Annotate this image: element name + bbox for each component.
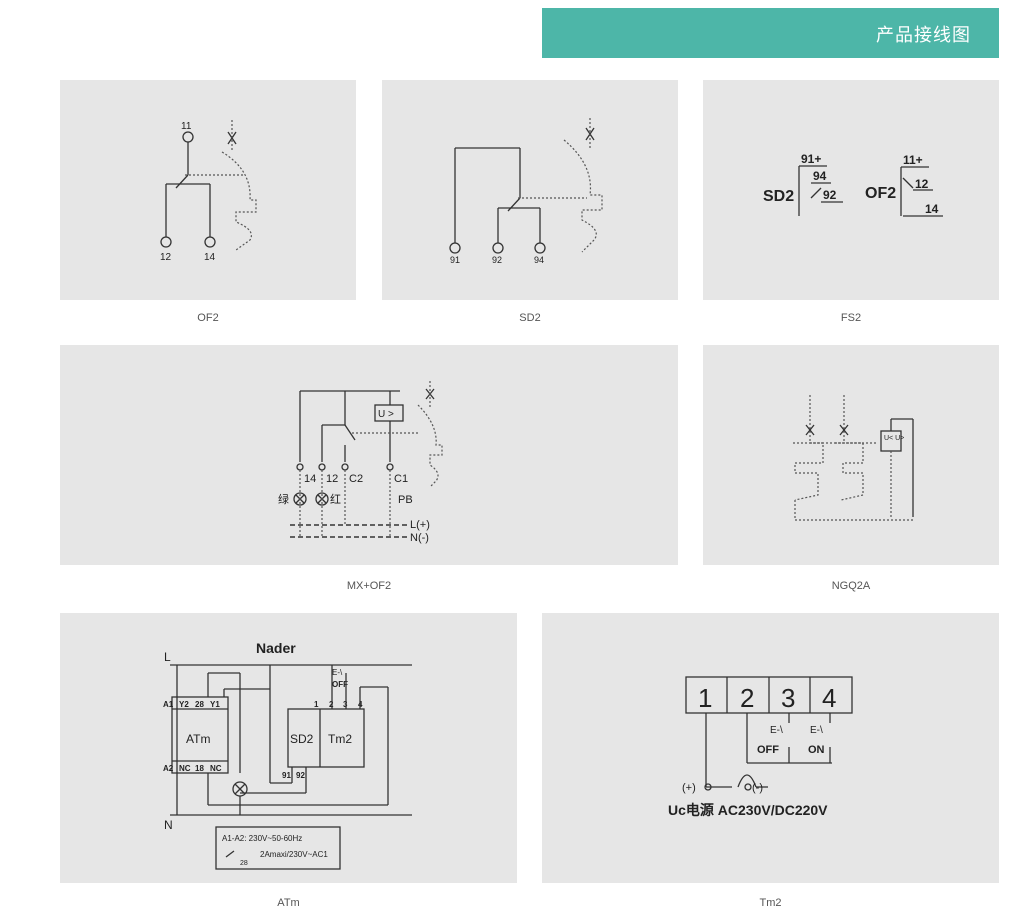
svg-text:E-\: E-\ <box>770 725 783 736</box>
diagram-fs2: SD2 91+ 94 92 OF2 11+ 12 14 <box>703 80 999 300</box>
svg-text:1: 1 <box>314 700 319 709</box>
svg-text:L: L <box>164 650 171 664</box>
terminal-94: 94 <box>534 255 544 265</box>
green-lamp-icon <box>293 492 307 506</box>
svg-text:Tm2: Tm2 <box>328 732 352 746</box>
diagram-sd2: 91 92 94 <box>382 80 678 300</box>
undervoltage-box <box>374 404 404 422</box>
svg-text:SD2: SD2 <box>290 732 314 746</box>
diagram-mx-of2: U > 14 12 C2 C1 绿 红 PB L(+) N(-) <box>60 345 678 565</box>
terminal-92: 92 <box>492 255 502 265</box>
svg-text:3: 3 <box>781 683 795 713</box>
svg-text:ON: ON <box>808 744 825 756</box>
svg-text:N(-): N(-) <box>410 532 429 544</box>
pushbutton-label: PB <box>398 494 413 506</box>
svg-text:E-\: E-\ <box>332 668 343 677</box>
svg-text:NC: NC <box>210 764 222 773</box>
svg-text:C1: C1 <box>394 473 408 485</box>
page-title: 产品接线图 <box>876 25 971 46</box>
terminal-91: 91 <box>450 255 460 265</box>
svg-text:U >: U > <box>378 409 394 420</box>
fs2-terminal-92: 92 <box>823 188 837 202</box>
fs2-terminal-12: 12 <box>915 177 929 191</box>
svg-text:Y2: Y2 <box>179 700 189 709</box>
svg-text:Y1: Y1 <box>210 700 220 709</box>
svg-text:A2: A2 <box>163 764 174 773</box>
caption-ngq2a: NGQ2A <box>831 580 871 592</box>
svg-text:2Amaxi/230V~AC1: 2Amaxi/230V~AC1 <box>260 850 328 859</box>
header-banner: 产品接线图 <box>542 8 999 58</box>
svg-text:91: 91 <box>282 771 291 780</box>
spec-note-box <box>215 826 341 870</box>
caption-sd2: SD2 <box>519 312 541 324</box>
atm-module <box>171 696 229 774</box>
terminal-12: 12 <box>160 252 172 263</box>
fs2-terminal-14: 14 <box>925 202 939 216</box>
diagram-ngq2a: U< U> <box>703 345 999 565</box>
caption-tm2: Tm2 <box>759 897 782 909</box>
caption-mx-of2: MX+OF2 <box>346 580 392 592</box>
svg-text:4: 4 <box>822 683 836 713</box>
diagram-atm: Nader L N A1 Y2 28 Y1 ATm A2 NC 18 NC SD… <box>60 613 517 883</box>
svg-text:L(+): L(+) <box>410 519 430 531</box>
svg-text:(-): (-) <box>752 782 763 794</box>
svg-text:N: N <box>164 818 173 832</box>
svg-text:A1-A2: 230V~50-60Hz: A1-A2: 230V~50-60Hz <box>222 834 302 843</box>
svg-text:U< U>: U< U> <box>884 435 904 442</box>
brand-logo: Nader <box>256 640 296 656</box>
diagram-tm2: 1 2 3 4 E-\ OFF E-\ ON (+) (-) Uc电源 AC23… <box>542 613 999 883</box>
diagram-of2: 11 12 14 <box>60 80 356 300</box>
svg-text:92: 92 <box>296 771 305 780</box>
of2-symbol-label: OF2 <box>865 185 896 202</box>
svg-text:(+): (+) <box>682 782 696 794</box>
svg-text:E-\: E-\ <box>810 725 823 736</box>
terminal-11: 11 <box>181 121 192 132</box>
svg-text:14: 14 <box>304 473 316 485</box>
red-lamp-label: 红 <box>330 493 341 506</box>
tm2-module <box>287 708 365 768</box>
svg-text:C2: C2 <box>349 473 363 485</box>
caption-atm: ATm <box>277 897 300 909</box>
fs2-terminal-11: 11+ <box>903 153 923 167</box>
terminal-14: 14 <box>204 252 216 263</box>
svg-text:A1: A1 <box>163 700 174 709</box>
svg-text:2: 2 <box>740 683 754 713</box>
svg-text:OFF: OFF <box>757 744 779 756</box>
svg-text:NC: NC <box>179 764 191 773</box>
supply-label: Uc电源 AC230V/DC220V <box>668 802 828 818</box>
red-lamp-icon <box>315 492 329 506</box>
fs2-terminal-94: 94 <box>813 169 827 183</box>
svg-text:12: 12 <box>326 473 338 485</box>
svg-text:ATm: ATm <box>186 732 210 746</box>
svg-text:18: 18 <box>195 764 204 773</box>
svg-text:1: 1 <box>698 683 712 713</box>
svg-text:28: 28 <box>195 700 204 709</box>
green-lamp-label: 绿 <box>278 492 289 506</box>
fs2-terminal-91: 91+ <box>801 152 821 166</box>
sd2-symbol-label: SD2 <box>763 188 794 205</box>
svg-text:28: 28 <box>240 860 248 867</box>
caption-of2: OF2 <box>197 312 219 324</box>
caption-fs2: FS2 <box>840 312 862 324</box>
svg-text:OFF: OFF <box>332 680 348 689</box>
